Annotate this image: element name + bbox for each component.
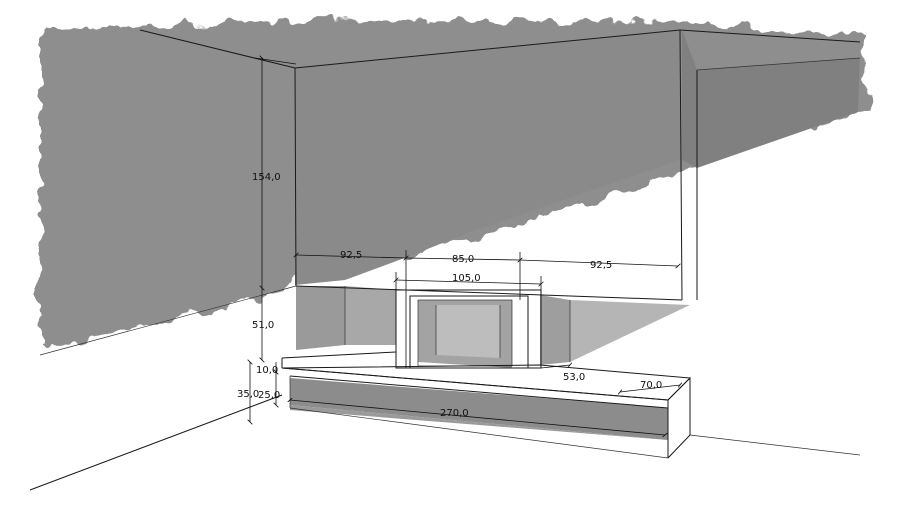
dimension-labels: 154,0 92,5 85,0 105,0 92,5 51,0 10,0 35,… bbox=[237, 172, 662, 419]
dim-bench-depth: 70,0 bbox=[640, 380, 662, 391]
dim-bench-base: 25,0 bbox=[258, 390, 280, 401]
bench-front-shadow bbox=[290, 378, 668, 440]
dim-frame-width: 105,0 bbox=[452, 273, 481, 284]
back-wall-shadow bbox=[295, 30, 680, 285]
dim-left-offset: 92,5 bbox=[340, 250, 362, 261]
dim-right-offset: 92,5 bbox=[590, 260, 612, 271]
dimension-lines bbox=[250, 58, 680, 435]
dim-bench-total: 35,0 bbox=[237, 389, 259, 400]
dim-hood-height: 51,0 bbox=[252, 320, 274, 331]
hood-shadow bbox=[296, 286, 345, 350]
hood-side-shadow bbox=[345, 286, 396, 345]
right-hood-shadow bbox=[540, 295, 570, 365]
structure-edges bbox=[29, 29, 861, 491]
firebox-back bbox=[436, 305, 500, 358]
dim-firebox-width: 85,0 bbox=[452, 254, 474, 265]
dim-bench-length: 270,0 bbox=[440, 408, 469, 419]
right-wall-shadow bbox=[682, 30, 860, 168]
dim-wall-upper-height: 154,0 bbox=[252, 172, 281, 183]
dim-bench-top: 10,0 bbox=[256, 365, 278, 376]
floor-shadow-right bbox=[570, 300, 690, 362]
dim-frame-depth: 53,0 bbox=[563, 372, 585, 383]
